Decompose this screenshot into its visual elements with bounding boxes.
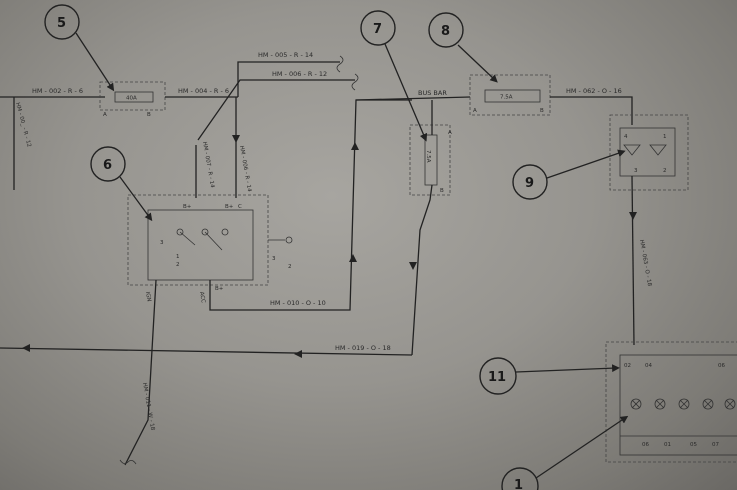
- switch-b-plus-top: B+: [225, 204, 234, 210]
- wire-hm007: HM - 007 - R - 14: [195, 141, 215, 198]
- switch-b-plus-top-left: B+: [183, 204, 192, 210]
- wire-label-hm010: HM - 010 - O - 10: [270, 299, 326, 307]
- bus-bar-line: BUS BAR: [355, 89, 471, 101]
- wire-label-hm011: HM - 011 - W - 18: [141, 382, 155, 431]
- wire-hm063: HM - 063 - O - 18: [629, 175, 652, 346]
- wire-hm002: HM - 002 - R - 6: [0, 87, 105, 98]
- switch-b-plus-bottom: B+: [215, 286, 224, 292]
- callout-7: 7: [360, 10, 428, 142]
- wire-hm004: HM - 004 - R - 6: [165, 87, 238, 98]
- wire-hm011: HM - 011 - W - 18: [119, 279, 157, 466]
- callout-1-number: 1: [514, 478, 523, 490]
- wire-hm062: HM - 062 - O - 16: [550, 87, 633, 125]
- fuse-7-rating: 7.5A: [425, 150, 431, 163]
- switch-ext-3: 3: [272, 256, 276, 262]
- relay-pin-1: 1: [663, 134, 667, 140]
- callout-1-partial: 1: [501, 415, 629, 490]
- wire-label-hm063: HM - 063 - O - 18: [638, 239, 652, 287]
- wire-hm005: HM - 005 - R - 14: [237, 51, 344, 97]
- module-bot-06: 06: [642, 442, 649, 448]
- relay-pin-3: 3: [634, 168, 638, 174]
- fuse-7-pin-b: B: [440, 188, 444, 194]
- wire-label-hm004: HM - 004 - R - 6: [178, 87, 229, 95]
- module-11: 02 04 06 06 01 05 07: [605, 341, 737, 463]
- module-bot-05: 05: [690, 442, 697, 448]
- wire-hm006: HM - 006 - R - 12: [197, 70, 359, 141]
- fuse-5-rating: 40A: [126, 96, 137, 102]
- switch-ign-label: IGN: [144, 291, 152, 302]
- ignition-switch-6: B+ C B+ 3 1 2 IGN ACC B+ 3 2: [127, 194, 293, 304]
- wire-label-hm007: HM - 007 - R - 14: [201, 141, 215, 188]
- fuse-5-pin-a: A: [103, 112, 107, 118]
- switch-pin-2: 2: [176, 262, 180, 268]
- wire-label-hm062: HM - 062 - O - 16: [566, 87, 622, 95]
- switch-ext-2: 2: [288, 264, 292, 270]
- fuse-8: 7.5A A B: [469, 74, 551, 116]
- wire-label-hm019: HM - 019 - O - 18: [335, 344, 391, 352]
- module-lamp-row: [630, 398, 736, 410]
- fuse-8-pin-a: A: [473, 108, 477, 114]
- relay-pin-2: 2: [663, 168, 667, 174]
- callout-9-number: 9: [525, 176, 534, 191]
- callout-7-number: 7: [373, 22, 382, 37]
- fuse-7-pin-a: A: [448, 130, 452, 136]
- module-bot-07: 07: [712, 442, 719, 448]
- callout-6-number: 6: [103, 158, 112, 173]
- bus-bar-label: BUS BAR: [418, 89, 447, 97]
- callout-8: 8: [428, 12, 498, 83]
- callout-9: 9: [512, 149, 626, 200]
- fuse-5-pin-b: B: [147, 112, 151, 118]
- wire-hm006-vertical: HM - 006 - R - 14: [232, 97, 252, 198]
- module-top-04: 04: [645, 363, 652, 369]
- switch-pin-1: 1: [176, 254, 180, 260]
- fuse-8-pin-b: B: [540, 108, 544, 114]
- wire-label-hm005: HM - 005 - R - 14: [258, 51, 313, 59]
- callout-6: 6: [90, 146, 153, 222]
- fuse-5: 40A A B: [99, 81, 166, 118]
- module-top-02: 02: [624, 363, 631, 369]
- fuse-7: 7.5A A B: [409, 100, 452, 356]
- switch-c-top: C: [238, 204, 242, 210]
- wire-hm019: HM - 019 - O - 18: [0, 344, 413, 358]
- callout-8-number: 8: [441, 24, 450, 39]
- switch-acc-label: ACC: [198, 291, 206, 303]
- relay-pin-4: 4: [624, 134, 628, 140]
- wire-label-hm006v: HM - 006 - R - 14: [238, 145, 252, 192]
- fuse-8-rating: 7.5A: [500, 95, 513, 101]
- callout-11-number: 11: [488, 370, 506, 385]
- switch-pin-3: 3: [160, 240, 164, 246]
- module-bot-01: 01: [664, 442, 671, 448]
- wire-label-hm002: HM - 002 - R - 6: [32, 87, 83, 95]
- module-top-06: 06: [718, 363, 725, 369]
- callout-5-number: 5: [57, 16, 66, 31]
- callout-11: 11: [479, 357, 620, 395]
- wire-label-hm006: HM - 006 - R - 12: [272, 70, 327, 78]
- callout-5: 5: [44, 4, 115, 92]
- wire-label-left-vertical: HM - 00_ - R - 12: [14, 102, 32, 148]
- wire-left-vertical: HM - 00_ - R - 12: [13, 97, 32, 190]
